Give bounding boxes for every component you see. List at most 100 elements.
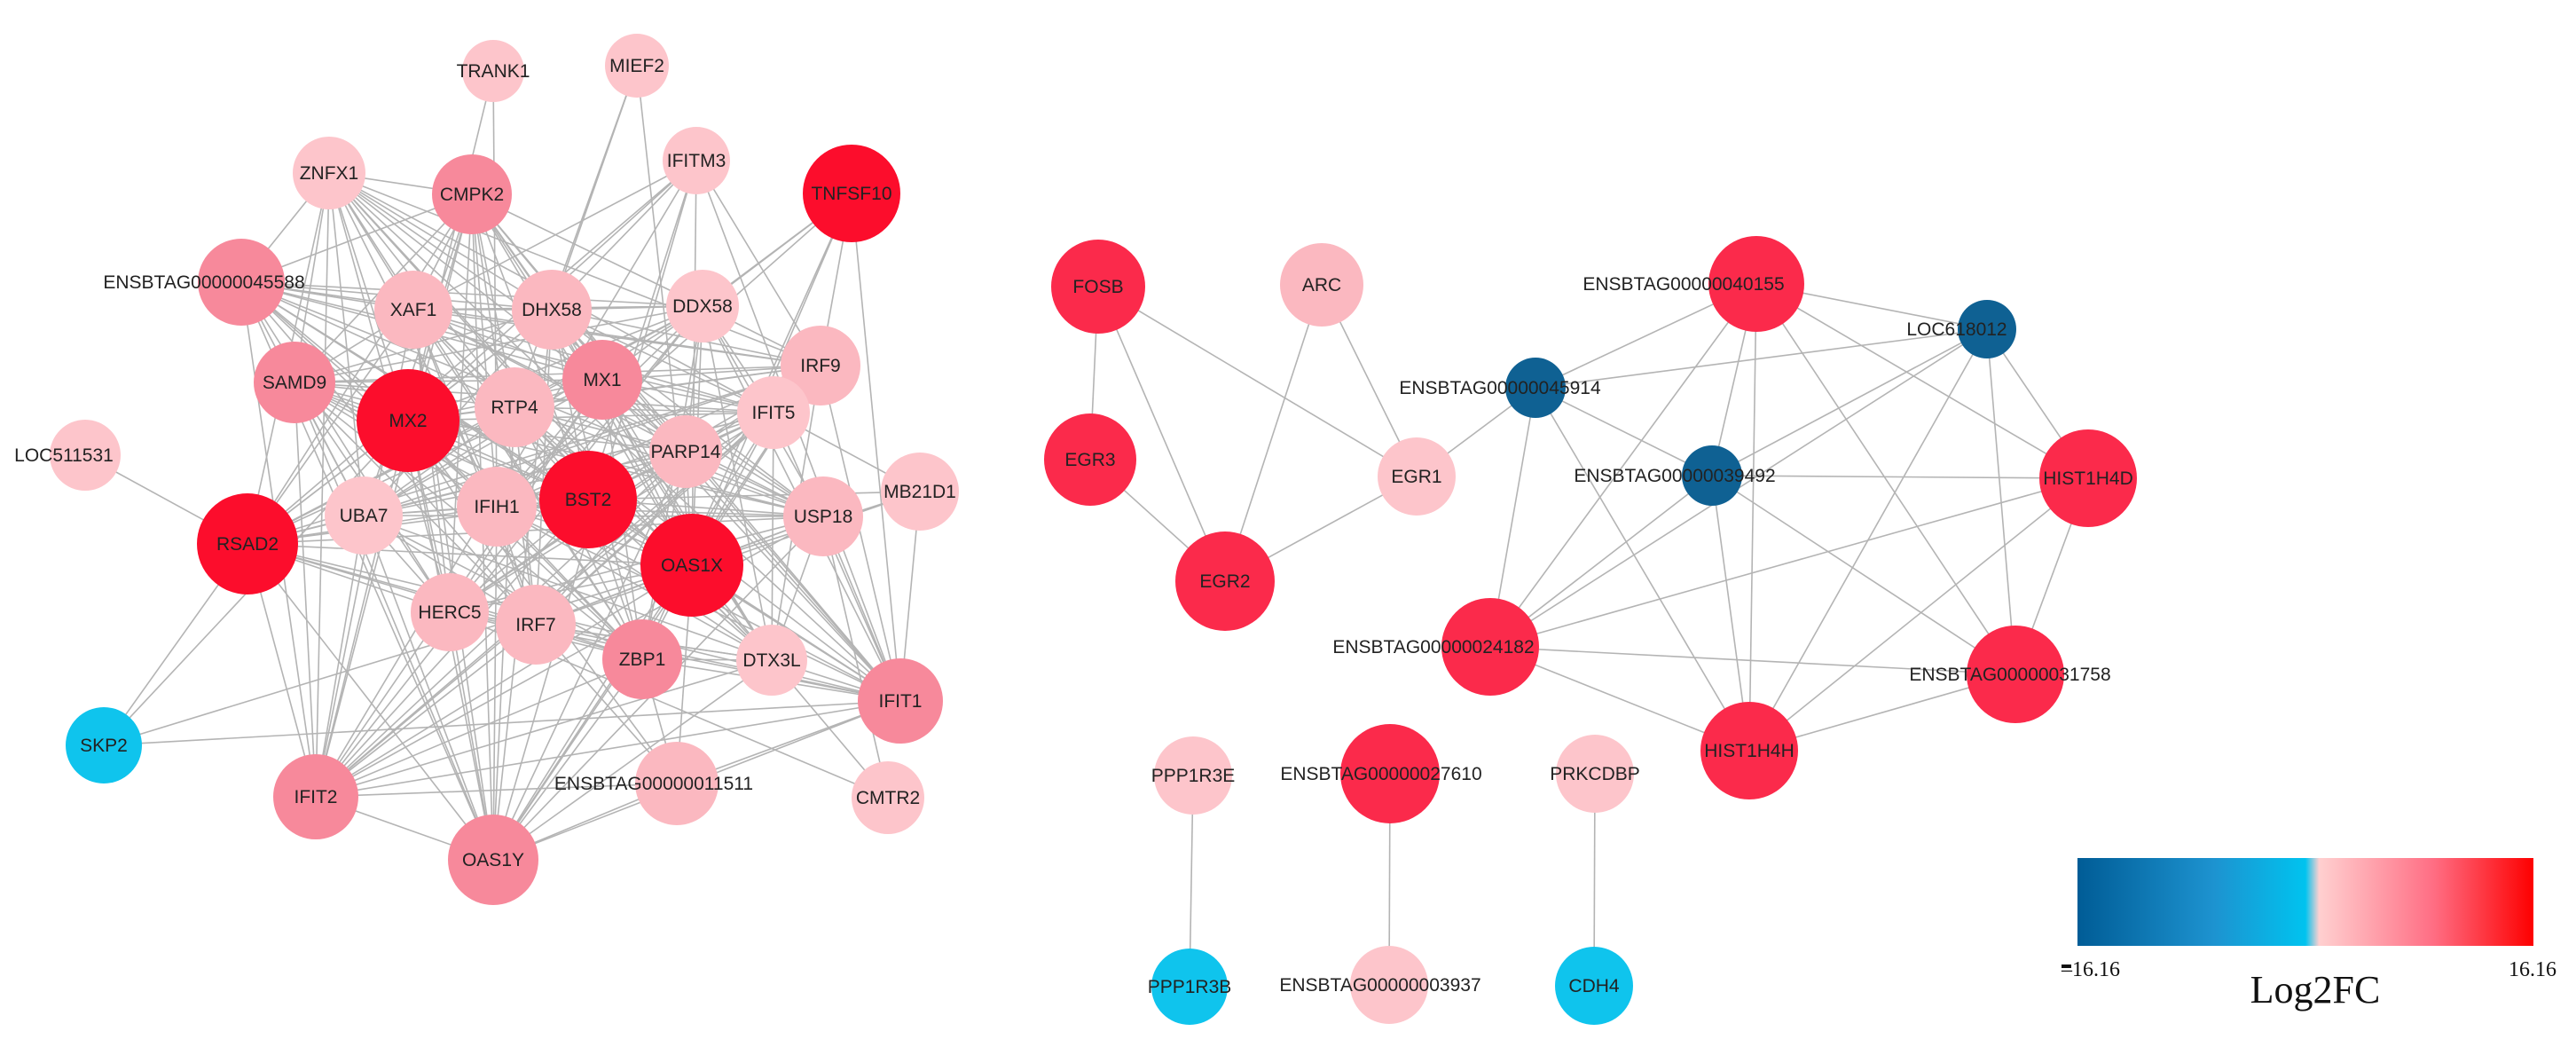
node-circle[interactable] <box>1556 735 1634 813</box>
node-circle[interactable] <box>66 707 142 783</box>
node-mx1[interactable]: MX1 <box>562 340 642 420</box>
node-fosb[interactable]: FOSB <box>1051 240 1145 334</box>
node-circle[interactable] <box>1441 598 1539 696</box>
node-circle[interactable] <box>374 271 452 349</box>
node-circle[interactable] <box>852 761 924 834</box>
node-circle[interactable] <box>649 415 722 488</box>
node-circle[interactable] <box>1505 358 1566 418</box>
node-circle[interactable] <box>198 239 285 326</box>
node-circle[interactable] <box>357 369 459 472</box>
node-ensbtag27610[interactable]: ENSBTAG00000027610 <box>1280 724 1482 823</box>
node-circle[interactable] <box>457 467 537 547</box>
node-oas1x[interactable]: OAS1X <box>640 514 743 617</box>
node-circle[interactable] <box>736 625 807 696</box>
node-circle[interactable] <box>432 154 512 234</box>
node-ppp1r3e[interactable]: PPP1R3E <box>1151 736 1236 815</box>
node-irf7[interactable]: IRF7 <box>496 585 576 665</box>
node-ifih1[interactable]: IFIH1 <box>457 467 537 547</box>
node-circle[interactable] <box>1958 300 2016 358</box>
node-circle[interactable] <box>635 742 719 825</box>
node-loc618012[interactable]: LOC618012 <box>1906 300 2016 358</box>
node-circle[interactable] <box>881 453 959 531</box>
node-egr1[interactable]: EGR1 <box>1378 437 1456 516</box>
node-cmtr2[interactable]: CMTR2 <box>852 761 924 834</box>
node-circle[interactable] <box>1154 736 1232 815</box>
node-trank1[interactable]: TRANK1 <box>457 40 530 102</box>
node-parp14[interactable]: PARP14 <box>649 415 722 488</box>
node-rtp4[interactable]: RTP4 <box>475 367 554 447</box>
node-circle[interactable] <box>254 342 335 423</box>
node-circle[interactable] <box>462 40 524 102</box>
node-arc[interactable]: ARC <box>1280 243 1363 327</box>
node-circle[interactable] <box>781 326 860 405</box>
node-circle[interactable] <box>448 815 538 905</box>
node-irf9[interactable]: IRF9 <box>781 326 860 405</box>
node-circle[interactable] <box>50 420 121 491</box>
node-ifit1[interactable]: IFIT1 <box>858 658 943 744</box>
node-circle[interactable] <box>1682 445 1742 506</box>
node-loc511531[interactable]: LOC511531 <box>14 420 121 491</box>
node-circle[interactable] <box>512 270 592 350</box>
node-circle[interactable] <box>640 514 743 617</box>
node-prkcdbp[interactable]: PRKCDBP <box>1550 735 1640 813</box>
node-uba7[interactable]: UBA7 <box>325 476 403 555</box>
node-circle[interactable] <box>197 493 298 594</box>
node-mx2[interactable]: MX2 <box>357 369 459 472</box>
node-herc5[interactable]: HERC5 <box>411 573 489 651</box>
node-circle[interactable] <box>1700 702 1798 799</box>
node-bst2[interactable]: BST2 <box>539 451 637 548</box>
node-circle[interactable] <box>293 137 365 209</box>
node-circle[interactable] <box>1175 531 1275 631</box>
node-circle[interactable] <box>605 34 669 98</box>
node-ensbtag24182[interactable]: ENSBTAG00000024182 <box>1332 598 1539 696</box>
node-circle[interactable] <box>325 476 403 555</box>
node-circle[interactable] <box>496 585 576 665</box>
node-dhx58[interactable]: DHX58 <box>512 270 592 350</box>
node-circle[interactable] <box>1350 946 1428 1024</box>
node-ensbtag31758[interactable]: ENSBTAG00000031758 <box>1909 626 2111 723</box>
node-cdh4[interactable]: CDH4 <box>1555 947 1633 1025</box>
node-circle[interactable] <box>539 451 637 548</box>
node-ensbtag45914[interactable]: ENSBTAG00000045914 <box>1399 358 1601 418</box>
node-ddx58[interactable]: DDX58 <box>666 270 739 342</box>
node-dtx3l[interactable]: DTX3L <box>736 625 807 696</box>
node-ensbtag45588[interactable]: ENSBTAG00000045588 <box>103 239 305 326</box>
node-circle[interactable] <box>1708 236 1804 332</box>
node-circle[interactable] <box>1151 949 1228 1025</box>
node-circle[interactable] <box>1051 240 1145 334</box>
node-circle[interactable] <box>1555 947 1633 1025</box>
node-circle[interactable] <box>273 754 358 839</box>
node-circle[interactable] <box>663 127 730 194</box>
node-znfx1[interactable]: ZNFX1 <box>293 137 365 209</box>
node-ifit5[interactable]: IFIT5 <box>737 376 810 449</box>
node-egr2[interactable]: EGR2 <box>1175 531 1275 631</box>
node-oas1y[interactable]: OAS1Y <box>448 815 538 905</box>
node-ensbtag40155[interactable]: ENSBTAG00000040155 <box>1583 236 1804 332</box>
node-circle[interactable] <box>1044 413 1136 506</box>
node-circle[interactable] <box>737 376 810 449</box>
node-circle[interactable] <box>858 658 943 744</box>
node-ensbtag11511[interactable]: ENSBTAG00000011511 <box>554 742 753 825</box>
node-zbp1[interactable]: ZBP1 <box>602 619 682 699</box>
node-circle[interactable] <box>2039 429 2137 527</box>
node-ensbtag39492[interactable]: ENSBTAG00000039492 <box>1574 445 1776 506</box>
node-egr3[interactable]: EGR3 <box>1044 413 1136 506</box>
node-circle[interactable] <box>666 270 739 342</box>
node-ifit2[interactable]: IFIT2 <box>273 754 358 839</box>
node-circle[interactable] <box>562 340 642 420</box>
node-rsad2[interactable]: RSAD2 <box>197 493 298 594</box>
node-circle[interactable] <box>1378 437 1456 516</box>
node-circle[interactable] <box>411 573 489 651</box>
node-circle[interactable] <box>803 145 900 242</box>
node-ppp1r3b[interactable]: PPP1R3B <box>1148 949 1232 1025</box>
node-circle[interactable] <box>1340 724 1440 823</box>
node-usp18[interactable]: USP18 <box>783 476 863 556</box>
node-hist1h4d[interactable]: HIST1H4D <box>2039 429 2137 527</box>
node-ifitm3[interactable]: IFITM3 <box>663 127 730 194</box>
node-circle[interactable] <box>1967 626 2064 723</box>
node-circle[interactable] <box>1280 243 1363 327</box>
node-mb21d1[interactable]: MB21D1 <box>881 453 959 531</box>
node-circle[interactable] <box>602 619 682 699</box>
node-cmpk2[interactable]: CMPK2 <box>432 154 512 234</box>
node-mief2[interactable]: MIEF2 <box>605 34 669 98</box>
